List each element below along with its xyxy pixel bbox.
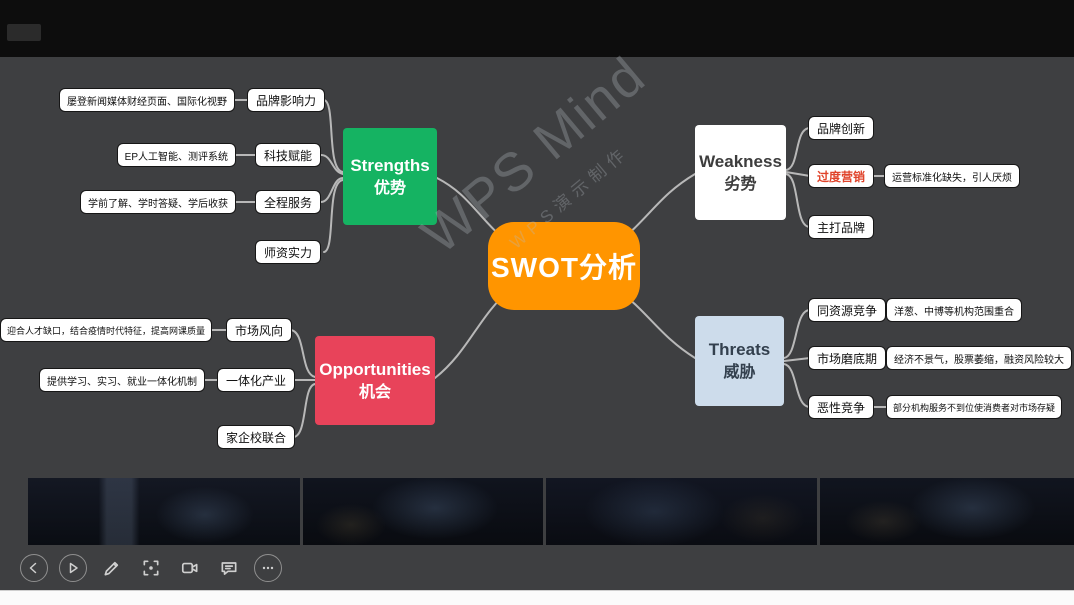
node-same-resource-competition: 同资源竞争 <box>808 298 887 322</box>
node-brand-innovation: 品牌创新 <box>808 116 875 140</box>
top-black-bar <box>0 0 1074 57</box>
spotlight-frame-icon <box>143 560 159 576</box>
node-integrated-industry: 一体化产业 <box>216 368 295 392</box>
threats-subtitle: 威胁 <box>723 364 756 381</box>
node-full-service-detail: 学前了解、学时答疑、学后收获 <box>80 190 236 214</box>
chevron-left-icon <box>29 562 37 574</box>
node-market-trend-detail: 迎合人才缺口，结合疫情时代特征，提高网课质量 <box>0 318 212 342</box>
presentation-toolbar <box>20 552 282 584</box>
slide-image-strip <box>28 478 1074 545</box>
node-market-trend: 市场风向 <box>225 318 292 342</box>
node-same-resource-detail: 洋葱、中博等机构范围重合 <box>886 298 1022 322</box>
pen-icon <box>104 561 119 576</box>
node-tech-detail: EP人工智能、测评系统 <box>116 143 236 167</box>
bottom-white-bar <box>0 590 1074 605</box>
strengths-title: Strengths <box>350 155 430 175</box>
node-integrated-industry-detail: 提供学习、实习、就业一体化机制 <box>39 368 205 392</box>
slide-image-panel-1 <box>28 478 300 545</box>
node-home-enterprise-school: 家企校联合 <box>216 425 295 449</box>
node-swot-center: SWOT分析 <box>488 222 640 310</box>
node-tech-empowerment: 科技赋能 <box>254 143 321 167</box>
pen-button[interactable] <box>98 554 126 582</box>
node-over-marketing: 过度营销 <box>808 164 875 188</box>
node-brand-influence: 品牌影响力 <box>246 88 325 112</box>
weakness-title: Weakness <box>699 151 782 171</box>
slide-image-panel-4 <box>820 478 1074 545</box>
branch-weakness: Weakness 劣势 <box>695 125 786 220</box>
previous-slide-button[interactable] <box>20 554 48 582</box>
node-flagship-brand: 主打品牌 <box>808 215 875 239</box>
node-market-bottom-period: 市场磨底期 <box>808 346 887 370</box>
branch-opportunities: Opportunities 机会 <box>315 336 435 425</box>
strengths-subtitle: 优势 <box>373 179 406 197</box>
comment-icon <box>221 562 237 575</box>
play-icon <box>69 562 78 574</box>
comment-button[interactable] <box>215 554 243 582</box>
slide-image-panel-3 <box>546 478 817 545</box>
branch-strengths: Strengths 优势 <box>343 128 437 225</box>
node-full-service: 全程服务 <box>254 190 321 214</box>
spotlight-button[interactable] <box>137 554 165 582</box>
opportunities-subtitle: 机会 <box>358 383 391 401</box>
video-camera-icon <box>181 562 198 574</box>
topbar-shape <box>7 24 41 41</box>
weakness-subtitle: 劣势 <box>724 175 757 193</box>
slide-image-panel-2 <box>303 478 543 545</box>
node-vicious-competition: 恶性竞争 <box>808 395 875 419</box>
node-market-bottom-detail: 经济不景气，股票萎缩，融资风险较大 <box>886 346 1072 370</box>
ellipsis-icon <box>262 566 274 570</box>
branch-threats: Threats 威胁 <box>695 316 784 406</box>
node-brand-influence-detail: 屡登新闻媒体财经页面、国际化视野 <box>59 88 235 112</box>
more-button[interactable] <box>254 554 282 582</box>
node-over-marketing-detail: 运营标准化缺失，引人厌烦 <box>884 164 1020 188</box>
play-button[interactable] <box>59 554 87 582</box>
opportunities-title: Opportunities <box>319 359 431 379</box>
threats-title: Threats <box>708 340 771 359</box>
camera-button[interactable] <box>176 554 204 582</box>
node-vicious-competition-detail: 部分机构服务不到位使消费者对市场存疑 <box>886 395 1063 419</box>
node-faculty-strength: 师资实力 <box>254 240 321 264</box>
